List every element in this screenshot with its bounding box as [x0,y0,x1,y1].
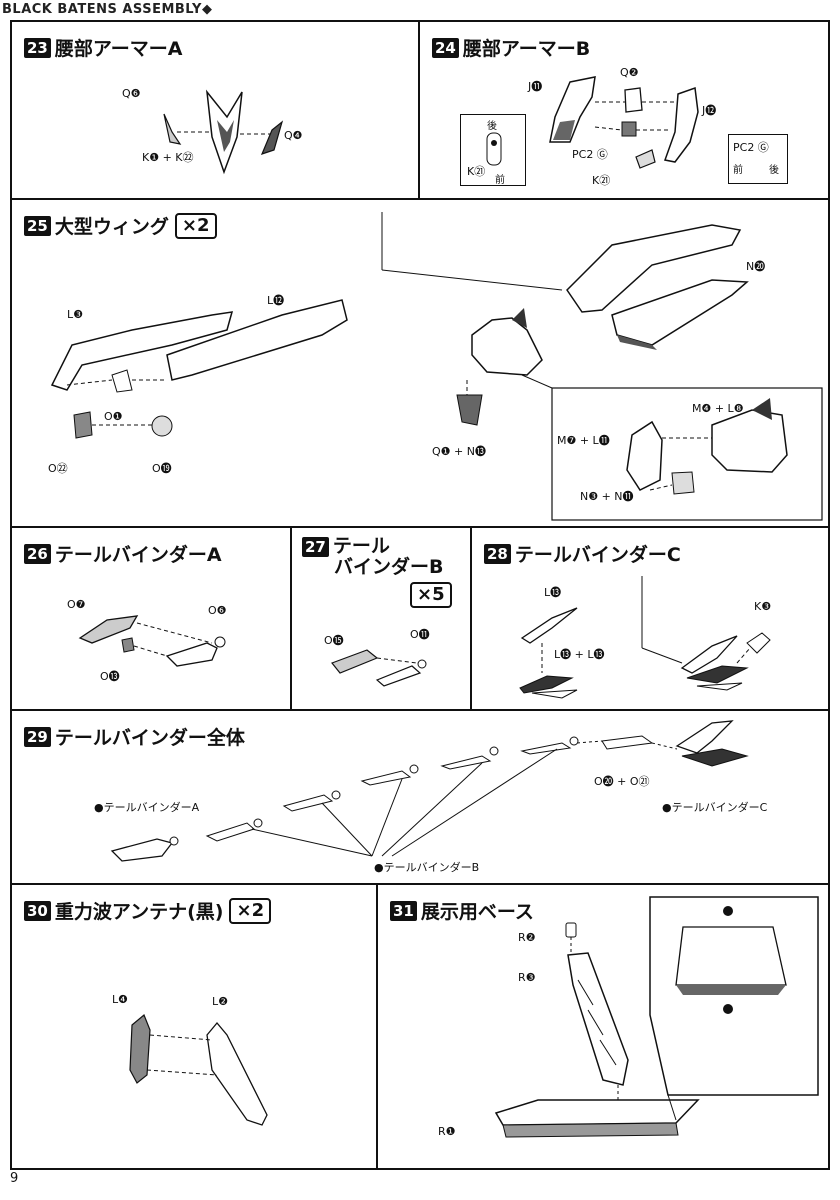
step-25-diagram [50,212,823,521]
part-label: Q❶ + N⓭ [432,445,486,458]
page-number: 9 [10,1171,19,1186]
step-26-diagram [78,615,226,667]
multiplier-badge: ×2 [174,212,217,239]
step-number: 25 [24,215,51,236]
part-label: O❼ [67,598,86,611]
part-label: O⓯ [324,634,344,647]
step-29-diagram [110,720,749,862]
part-label: R❸ [518,971,536,984]
part-label: L❹ [112,993,128,1006]
part-label: K❶ + K㉒ [142,151,194,164]
part-label: L⓭ + L⓭ [554,648,605,661]
part-label: 後 [487,121,497,132]
part-label: L❸ [67,308,83,321]
step-number: 27 [302,537,329,557]
step-title-text: 大型ウィング [54,216,169,238]
step-title-line2: バインダーB [334,556,444,578]
step-number: 30 [24,900,51,921]
part-label: R❷ [518,931,536,944]
step-number: 23 [24,37,51,58]
step-number: 26 [24,543,51,564]
part-label: 後 [769,165,779,176]
step-number: 24 [432,37,459,58]
part-label: O㉒ [48,462,68,475]
part-label: O⓫ [410,628,430,641]
step-number: 31 [390,900,417,921]
step-23-panel: 23 腰部アーマーA Q❻ Q❹ K❶ + K㉒ [10,20,420,200]
part-label: J⓫ [528,80,543,93]
step-24-title: 24 腰部アーマーB [432,34,590,61]
part-label: L❷ [212,995,228,1008]
part-label: 前 [733,165,743,176]
step-25-title: 25 大型ウィング ×2 [24,212,217,239]
step-number: 28 [484,543,511,564]
step-title-text: 重力波アンテナ(黒) [54,901,224,923]
header-title: BLACK BATENS ASSEMBLY◆ [2,2,213,17]
part-label: PC2 Ⓖ [572,148,608,161]
step-title-line1: テール [332,535,390,557]
step-26-panel: 26 テールバインダーA O❼ O❻ O⓭ [10,526,292,711]
step-30-panel: 30 重力波アンテナ(黒) ×2 L❹ L❷ [10,883,378,1170]
step-28-diagram [519,576,771,699]
step-title-text: テールバインダー全体 [54,727,245,749]
step-title-text: 展示用ベース [420,901,534,923]
step-30-title: 30 重力波アンテナ(黒) ×2 [24,897,272,924]
step-29-title: 29 テールバインダー全体 [24,723,245,750]
part-label: K㉑ [467,165,486,178]
part-label: PC2 Ⓖ [733,141,769,154]
part-label: K㉑ [592,174,611,187]
part-label: K❸ [754,600,772,613]
step-25-panel: 25 大型ウィング ×2 L❸ L⓬ O❶ O㉒ O⓳ N⓴ Q❶ + N⓭ M… [10,198,830,528]
step-title-text: テールバインダーC [514,544,681,566]
step-title-text: 腰部アーマーB [462,38,591,60]
part-label: N⓴ [746,260,766,273]
step-31-diagram [494,896,819,1138]
step-26-title: 26 テールバインダーA [24,540,222,567]
part-label: L⓭ [544,586,562,599]
part-label: Q❷ [620,66,639,79]
step-number: 29 [24,726,51,747]
part-label: L⓬ [267,294,285,307]
step-23-title: 23 腰部アーマーA [24,34,182,61]
part-label: N❸ + N⓫ [580,490,634,503]
step-title-text: テールバインダーA [54,544,222,566]
part-label: O⓳ [152,462,172,475]
part-label: M❹ + L❽ [692,402,744,415]
part-label: R❶ [438,1125,456,1138]
step-27-diagram [331,649,427,687]
step-29-panel: 29 テールバインダー全体 ●テールバインダーA ●テールバインダーB ●テール… [10,709,830,885]
step-28-title: 28 テールバインダーC [484,540,681,567]
step-30-diagram [129,1014,268,1126]
part-label: Q❹ [284,129,303,142]
multiplier-badge: ×5 [410,582,452,608]
part-label: M❼ + L⓫ [557,434,610,447]
step-24-diagram [549,76,699,169]
part-label: ●テールバインダーC [662,801,768,814]
part-label: ●テールバインダーA [94,801,200,814]
step-31-title: 31 展示用ベース [390,897,534,924]
part-label: O❻ [208,604,227,617]
step-31-panel: 31 展示用ベース R❷ R❸ R❶ [376,883,830,1170]
step-title-text: 腰部アーマーA [54,38,183,60]
part-label: O❶ [104,410,123,423]
part-label: O⓭ [100,670,120,683]
part-label: 前 [495,175,505,186]
part-label: Q❻ [122,87,141,100]
part-label: ●テールバインダーB [374,861,480,874]
step-28-panel: 28 テールバインダーC L⓭ L⓭ + L⓭ K❸ [470,526,830,711]
step-24-panel: 24 腰部アーマーB 後 K㉑ 前 PC2 Ⓖ 前 後 Q❷ J⓫ J⓬ PC2… [418,20,830,200]
inset-box: 後 K㉑ 前 [460,114,526,186]
inset-box: PC2 Ⓖ 前 後 [728,134,788,184]
part-label: O⓴ + O㉑ [594,775,650,788]
multiplier-badge: ×2 [229,897,272,924]
step-23-diagram [163,89,284,175]
part-label: J⓬ [702,104,717,117]
